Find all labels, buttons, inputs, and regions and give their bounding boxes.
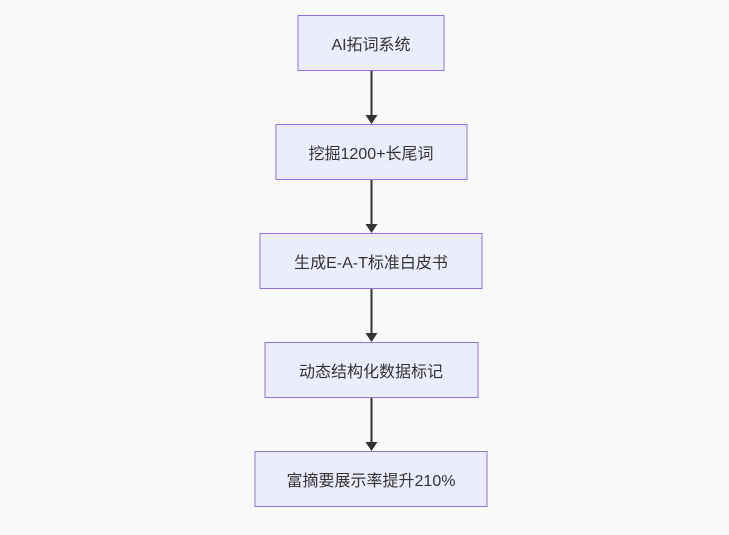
flowchart-canvas: AI拓词系统 挖掘1200+长尾词 生成E-A-T标准白皮书 动态结构化数据标记…: [254, 15, 488, 507]
edge-line: [370, 289, 372, 334]
flow-edge-a-to-b: [365, 71, 377, 124]
edge-line: [370, 398, 372, 443]
flow-node-dynamic-structured-data-markup: 动态结构化数据标记: [264, 342, 478, 398]
flow-edge-c-to-d: [365, 289, 377, 342]
flow-node-rich-snippet-rate-increase: 富摘要展示率提升210%: [254, 451, 488, 507]
edge-line: [370, 180, 372, 225]
arrowhead-down-icon: [365, 115, 377, 124]
arrowhead-down-icon: [365, 333, 377, 342]
edge-line: [370, 71, 372, 116]
flow-node-label: AI拓词系统: [331, 37, 411, 54]
flow-edge-b-to-c: [365, 180, 377, 233]
flow-node-mine-longtail-keywords: 挖掘1200+长尾词: [275, 124, 467, 180]
flow-node-label: 富摘要展示率提升210%: [286, 473, 456, 490]
flow-node-label: 动态结构化数据标记: [298, 364, 443, 381]
flow-node-generate-eat-whitepaper: 生成E-A-T标准白皮书: [259, 233, 483, 289]
arrowhead-down-icon: [365, 442, 377, 451]
flow-node-label: 生成E-A-T标准白皮书: [294, 255, 448, 272]
flow-edge-d-to-e: [365, 398, 377, 451]
flow-node-label: 挖掘1200+长尾词: [308, 146, 434, 163]
arrowhead-down-icon: [365, 224, 377, 233]
flow-node-ai-word-expansion-system: AI拓词系统: [297, 15, 445, 71]
